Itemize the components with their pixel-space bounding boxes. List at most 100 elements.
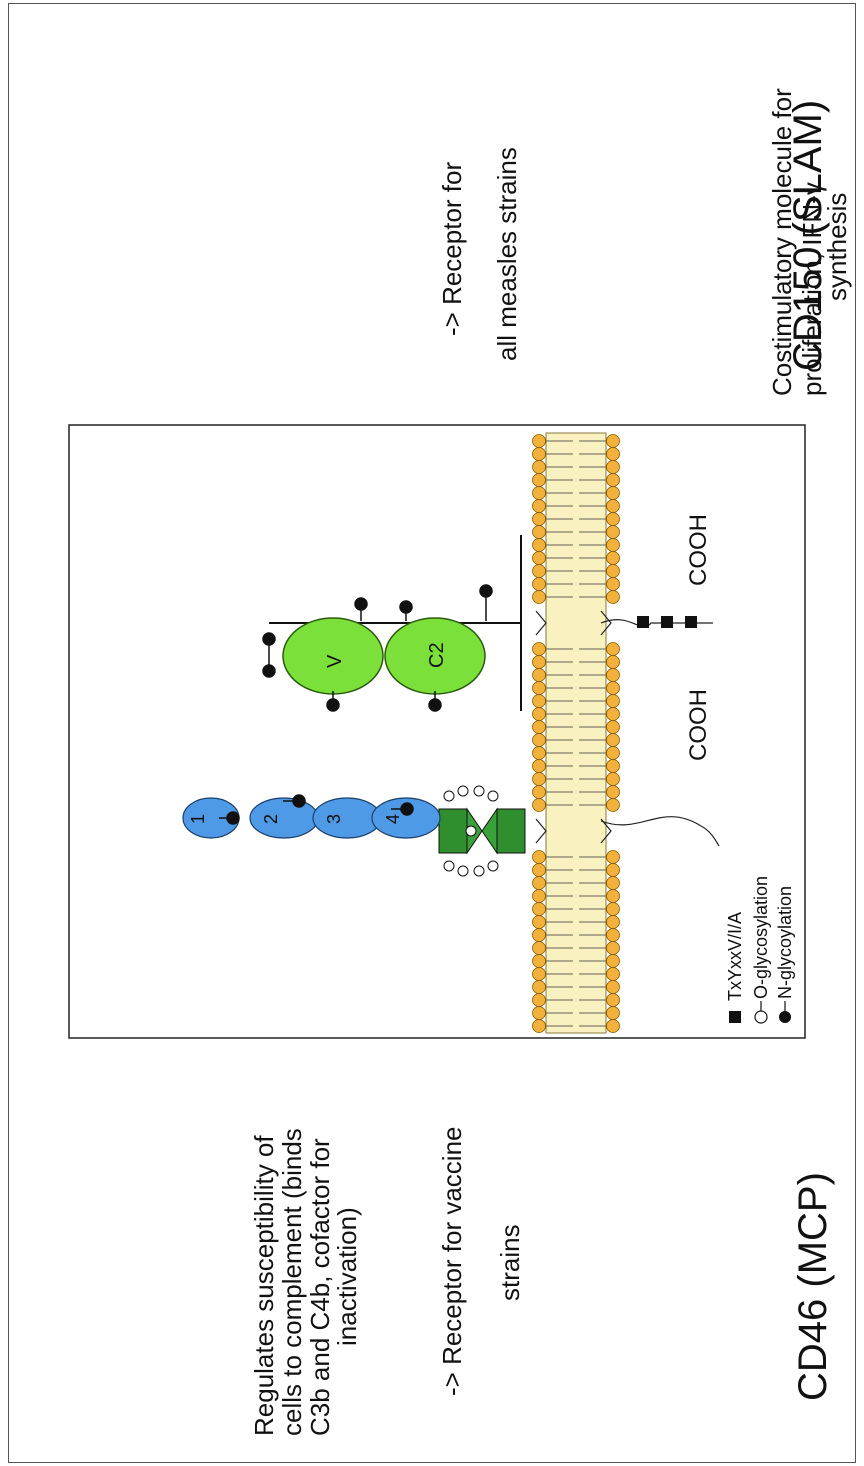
lipid-head <box>606 590 620 604</box>
lipid-head <box>532 928 546 942</box>
cd46-desc-line-2: cells to complement (binds <box>277 1128 307 1436</box>
cd150-tyrosine-motifs <box>637 616 697 628</box>
lipid-head <box>532 694 546 708</box>
lipid-head <box>532 486 546 500</box>
cd46-cytoplasmic-tail <box>600 816 720 847</box>
lipid-head <box>606 538 620 552</box>
lipid-head <box>606 967 620 981</box>
lipid-head <box>532 954 546 968</box>
ccp-domain-4-label: 4 <box>383 814 403 824</box>
cd46-transmembrane-break <box>535 818 612 844</box>
lipid-head <box>606 512 620 526</box>
cd46-molecule: 1 2 3 4 <box>182 785 720 877</box>
cd46-cooh-label: COOH <box>685 689 712 761</box>
lipid-head <box>532 967 546 981</box>
lipid-head <box>606 694 620 708</box>
lipid-head <box>532 668 546 682</box>
lipid-head <box>606 720 620 734</box>
cd150-transmembrane-break <box>535 610 612 636</box>
lipid-head <box>606 460 620 474</box>
lipid-head <box>606 577 620 591</box>
lipid-head <box>532 759 546 773</box>
ccp-domain-4 <box>371 797 441 839</box>
cd150-cytoplasmic-tail <box>600 619 713 628</box>
legend-label-o-glyco: O-glycosylation <box>751 876 771 999</box>
cd46-title-group: CD46 (MCP) <box>791 1172 835 1401</box>
lipid-head <box>532 681 546 695</box>
lipid-head <box>532 798 546 812</box>
lipid-head <box>532 980 546 994</box>
figure-frame: CD150 (SLAM) Costimulatory molecule for … <box>8 3 856 1463</box>
lipid-head <box>606 642 620 656</box>
lipid-head <box>532 733 546 747</box>
cd46-stp-region <box>438 807 526 855</box>
lipid-head <box>606 928 620 942</box>
lipid-head <box>606 525 620 539</box>
cd150-description: Costimulatory molecule for proliferation… <box>767 88 852 396</box>
lipid-head <box>606 551 620 565</box>
slam-domain-C2-label: C2 <box>426 642 448 668</box>
lipid-head <box>532 863 546 877</box>
lipid-head <box>532 993 546 1007</box>
lipid-head <box>532 434 546 448</box>
legend: TxYxxV/I/A O-glycosylation N-glycoylatio… <box>725 876 795 1024</box>
lipid-head <box>606 668 620 682</box>
lipid-head <box>606 772 620 786</box>
lipid-head <box>532 538 546 552</box>
lipid-head <box>532 850 546 864</box>
cd46-receptor-line-1: -> Receptor for vaccine <box>437 1126 467 1396</box>
lipid-head <box>606 902 620 916</box>
cd46-receptor-line-2: strains <box>495 1224 525 1301</box>
lipid-head <box>532 499 546 513</box>
lipid-head <box>606 915 620 929</box>
cd150-desc-line-1: Costimulatory molecule for <box>767 88 797 396</box>
lipid-head <box>532 447 546 461</box>
ccp-domain-2-label: 2 <box>261 814 281 824</box>
lipid-head <box>532 1019 546 1033</box>
lipid-head <box>606 954 620 968</box>
cd46-desc-line-4: inactivation) <box>332 1207 362 1346</box>
lipid-head <box>606 863 620 877</box>
cd150-receptor-line-2: all measles strains <box>492 147 522 361</box>
lipid-head <box>606 993 620 1007</box>
cd150-domains: V C2 <box>269 617 521 695</box>
cd150-desc-line-2: proliferation, IFN-γ <box>797 182 827 396</box>
ccp-domain-3-label: 3 <box>324 814 344 824</box>
lipid-head <box>606 889 620 903</box>
cd150-cooh-label: COOH <box>685 514 712 586</box>
ccp-domain-1-label: 1 <box>188 814 208 824</box>
lipid-head <box>532 941 546 955</box>
lipid-head <box>532 655 546 669</box>
lipid-head <box>532 889 546 903</box>
lipid-head <box>532 915 546 929</box>
lipid-head <box>606 746 620 760</box>
diagram-panel <box>68 424 806 1039</box>
lipid-head <box>606 941 620 955</box>
membrane-core <box>545 432 607 1034</box>
lipid-head <box>606 473 620 487</box>
lipid-head <box>532 525 546 539</box>
lipid-head <box>532 473 546 487</box>
lipid-bilayer <box>532 432 620 1034</box>
cd46-title: CD46 (MCP) <box>791 1172 835 1401</box>
lipid-head <box>532 642 546 656</box>
lipid-head <box>606 733 620 747</box>
lipid-head <box>606 850 620 864</box>
cd150-desc-line-3: synthesis <box>822 193 852 301</box>
cd150-title: CD150 (SLAM) <box>786 100 830 371</box>
cd150-molecule: V C2 <box>262 535 713 712</box>
lipid-head <box>606 447 620 461</box>
lipid-head <box>606 980 620 994</box>
lipid-head <box>532 590 546 604</box>
lipid-head <box>532 512 546 526</box>
lipid-head <box>532 551 546 565</box>
cd150-title-group: CD150 (SLAM) <box>786 100 830 371</box>
cd46-n-glycans <box>219 794 414 825</box>
cd46-o-glycans <box>443 785 499 877</box>
cd46-desc-line-1: Regulates susceptibility of <box>249 1135 279 1436</box>
slam-domain-V-label: V <box>324 654 346 668</box>
legend-filled-circle-symbol <box>779 1011 791 1023</box>
lipid-head <box>606 499 620 513</box>
legend-label-n-glyco: N-glycoylation <box>775 886 795 999</box>
lipid-head <box>532 785 546 799</box>
